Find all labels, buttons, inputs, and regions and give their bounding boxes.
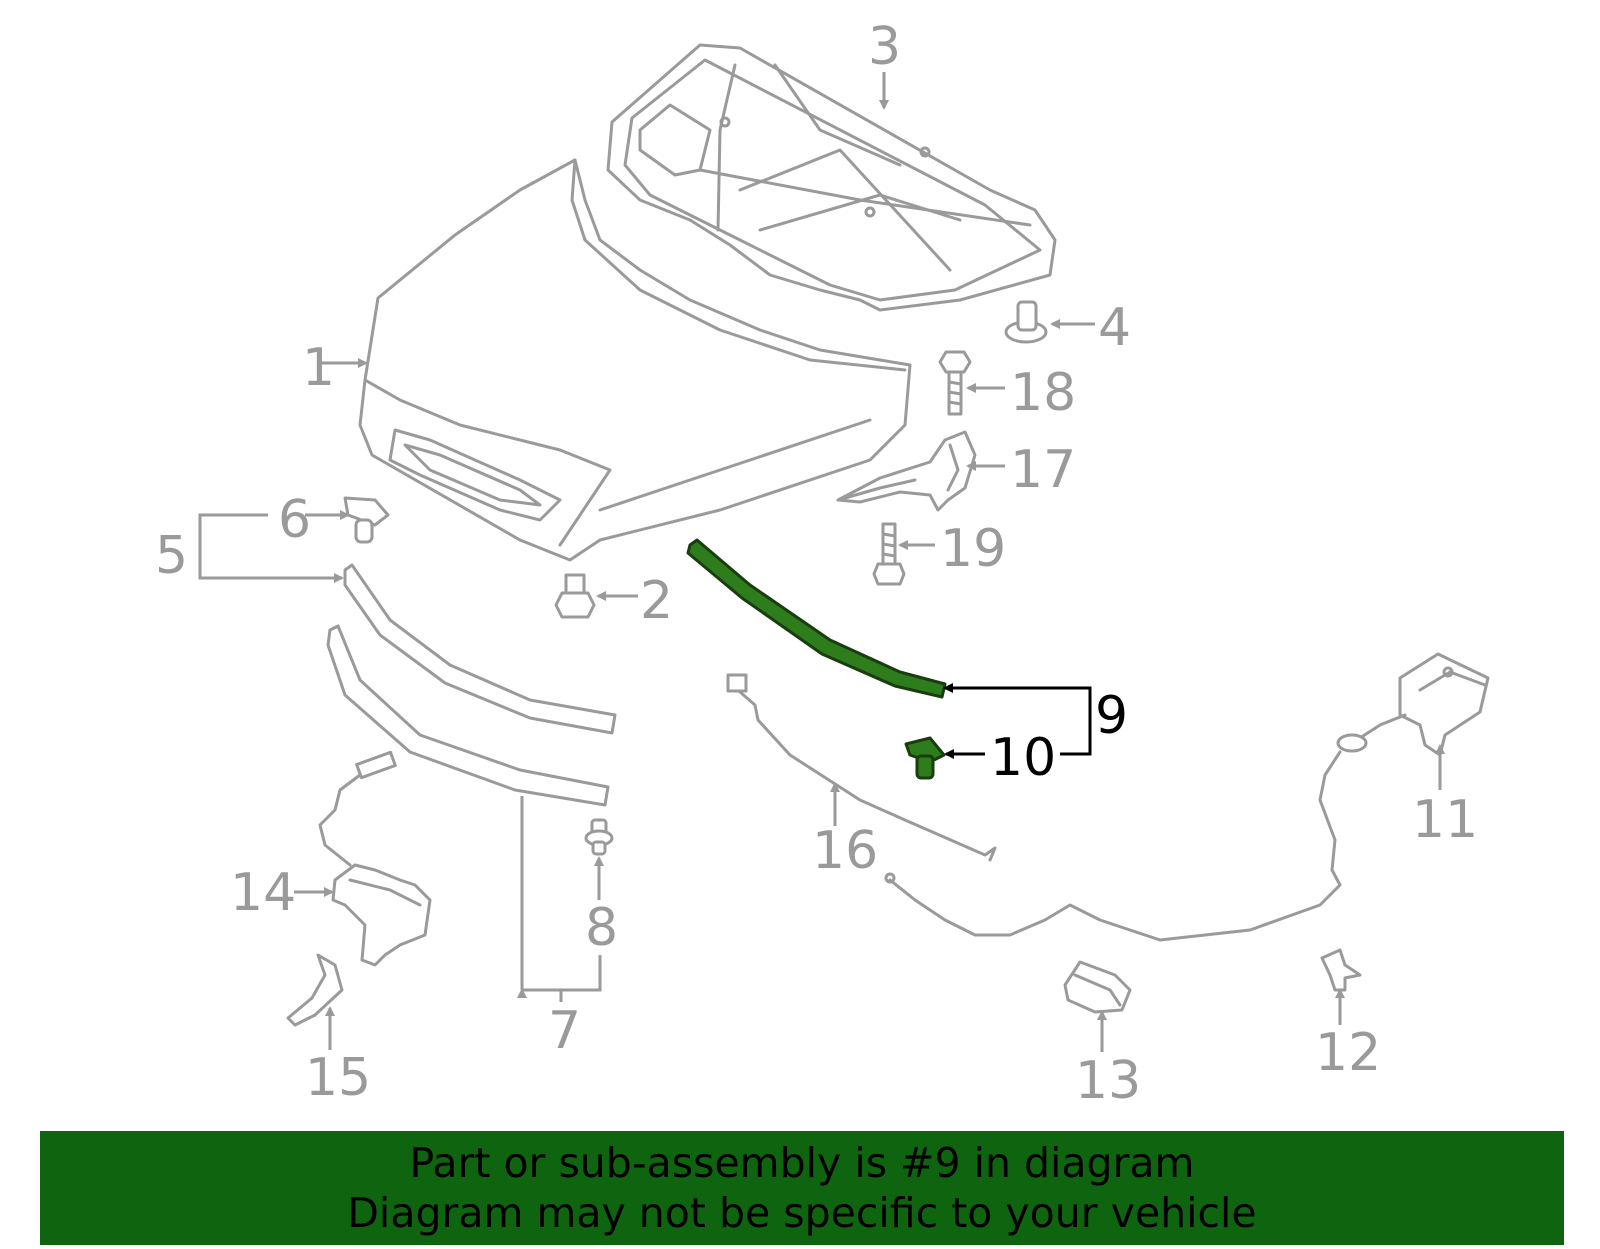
weatherstrip-9-highlighted-part[interactable] (686, 538, 947, 699)
seal-7-part (326, 624, 610, 807)
callout-9: 9 (1095, 686, 1128, 746)
callout-6: 6 (278, 490, 311, 550)
info-banner: Part or sub-assembly is #9 in diagram Di… (40, 1131, 1564, 1245)
front-seal-5-part (343, 563, 617, 735)
clip-10-highlighted-part[interactable] (904, 736, 946, 780)
callout-2: 2 (640, 571, 673, 631)
cable-16-part (726, 673, 997, 862)
bumper-stop-6-part (343, 496, 390, 544)
clip-4-part (1004, 300, 1048, 344)
leader-lines (198, 72, 1445, 1052)
callout-4: 4 (1098, 298, 1131, 358)
callout-labels: 3 4 1 18 17 19 6 5 2 9 10 11 16 8 14 7 1… (155, 17, 1478, 1111)
callout-12: 12 (1315, 1023, 1381, 1083)
leader-7 (522, 796, 602, 1002)
clip-12-part (1320, 948, 1362, 992)
bolt-19-part (872, 522, 906, 586)
hood-part (358, 158, 912, 562)
callout-15: 15 (305, 1048, 371, 1108)
callout-10: 10 (990, 728, 1056, 788)
bracket-15-part (286, 953, 344, 1027)
hood-latch-14-part (318, 750, 432, 967)
leader-9-bracket (1060, 712, 1092, 756)
bolt-18-part (938, 350, 972, 416)
callout-13: 13 (1075, 1051, 1141, 1111)
callout-19: 19 (940, 519, 1006, 579)
callout-18: 18 (1010, 363, 1076, 423)
grommet-8-part (584, 818, 614, 856)
banner-line-part: Part or sub-assembly is #9 in diagram (409, 1139, 1195, 1187)
callout-16: 16 (812, 821, 878, 881)
nut-2-part (554, 573, 596, 619)
callout-3: 3 (868, 17, 901, 77)
bumper-13-part (1063, 960, 1132, 1014)
release-handle-11-part (884, 652, 1490, 942)
callout-17: 17 (1010, 440, 1076, 500)
callout-8: 8 (585, 898, 618, 958)
leader-5 (198, 513, 342, 578)
hood-hinge-17-part (836, 430, 977, 512)
callout-7: 7 (548, 1001, 581, 1061)
banner-line-disclaimer: Diagram may not be specific to your vehi… (347, 1189, 1257, 1237)
callout-1: 1 (302, 338, 335, 398)
callout-11: 11 (1412, 790, 1478, 850)
callout-14: 14 (230, 863, 296, 923)
leader-9 (943, 683, 1092, 712)
hood-insulator-part (606, 43, 1057, 312)
callout-5: 5 (155, 526, 188, 586)
